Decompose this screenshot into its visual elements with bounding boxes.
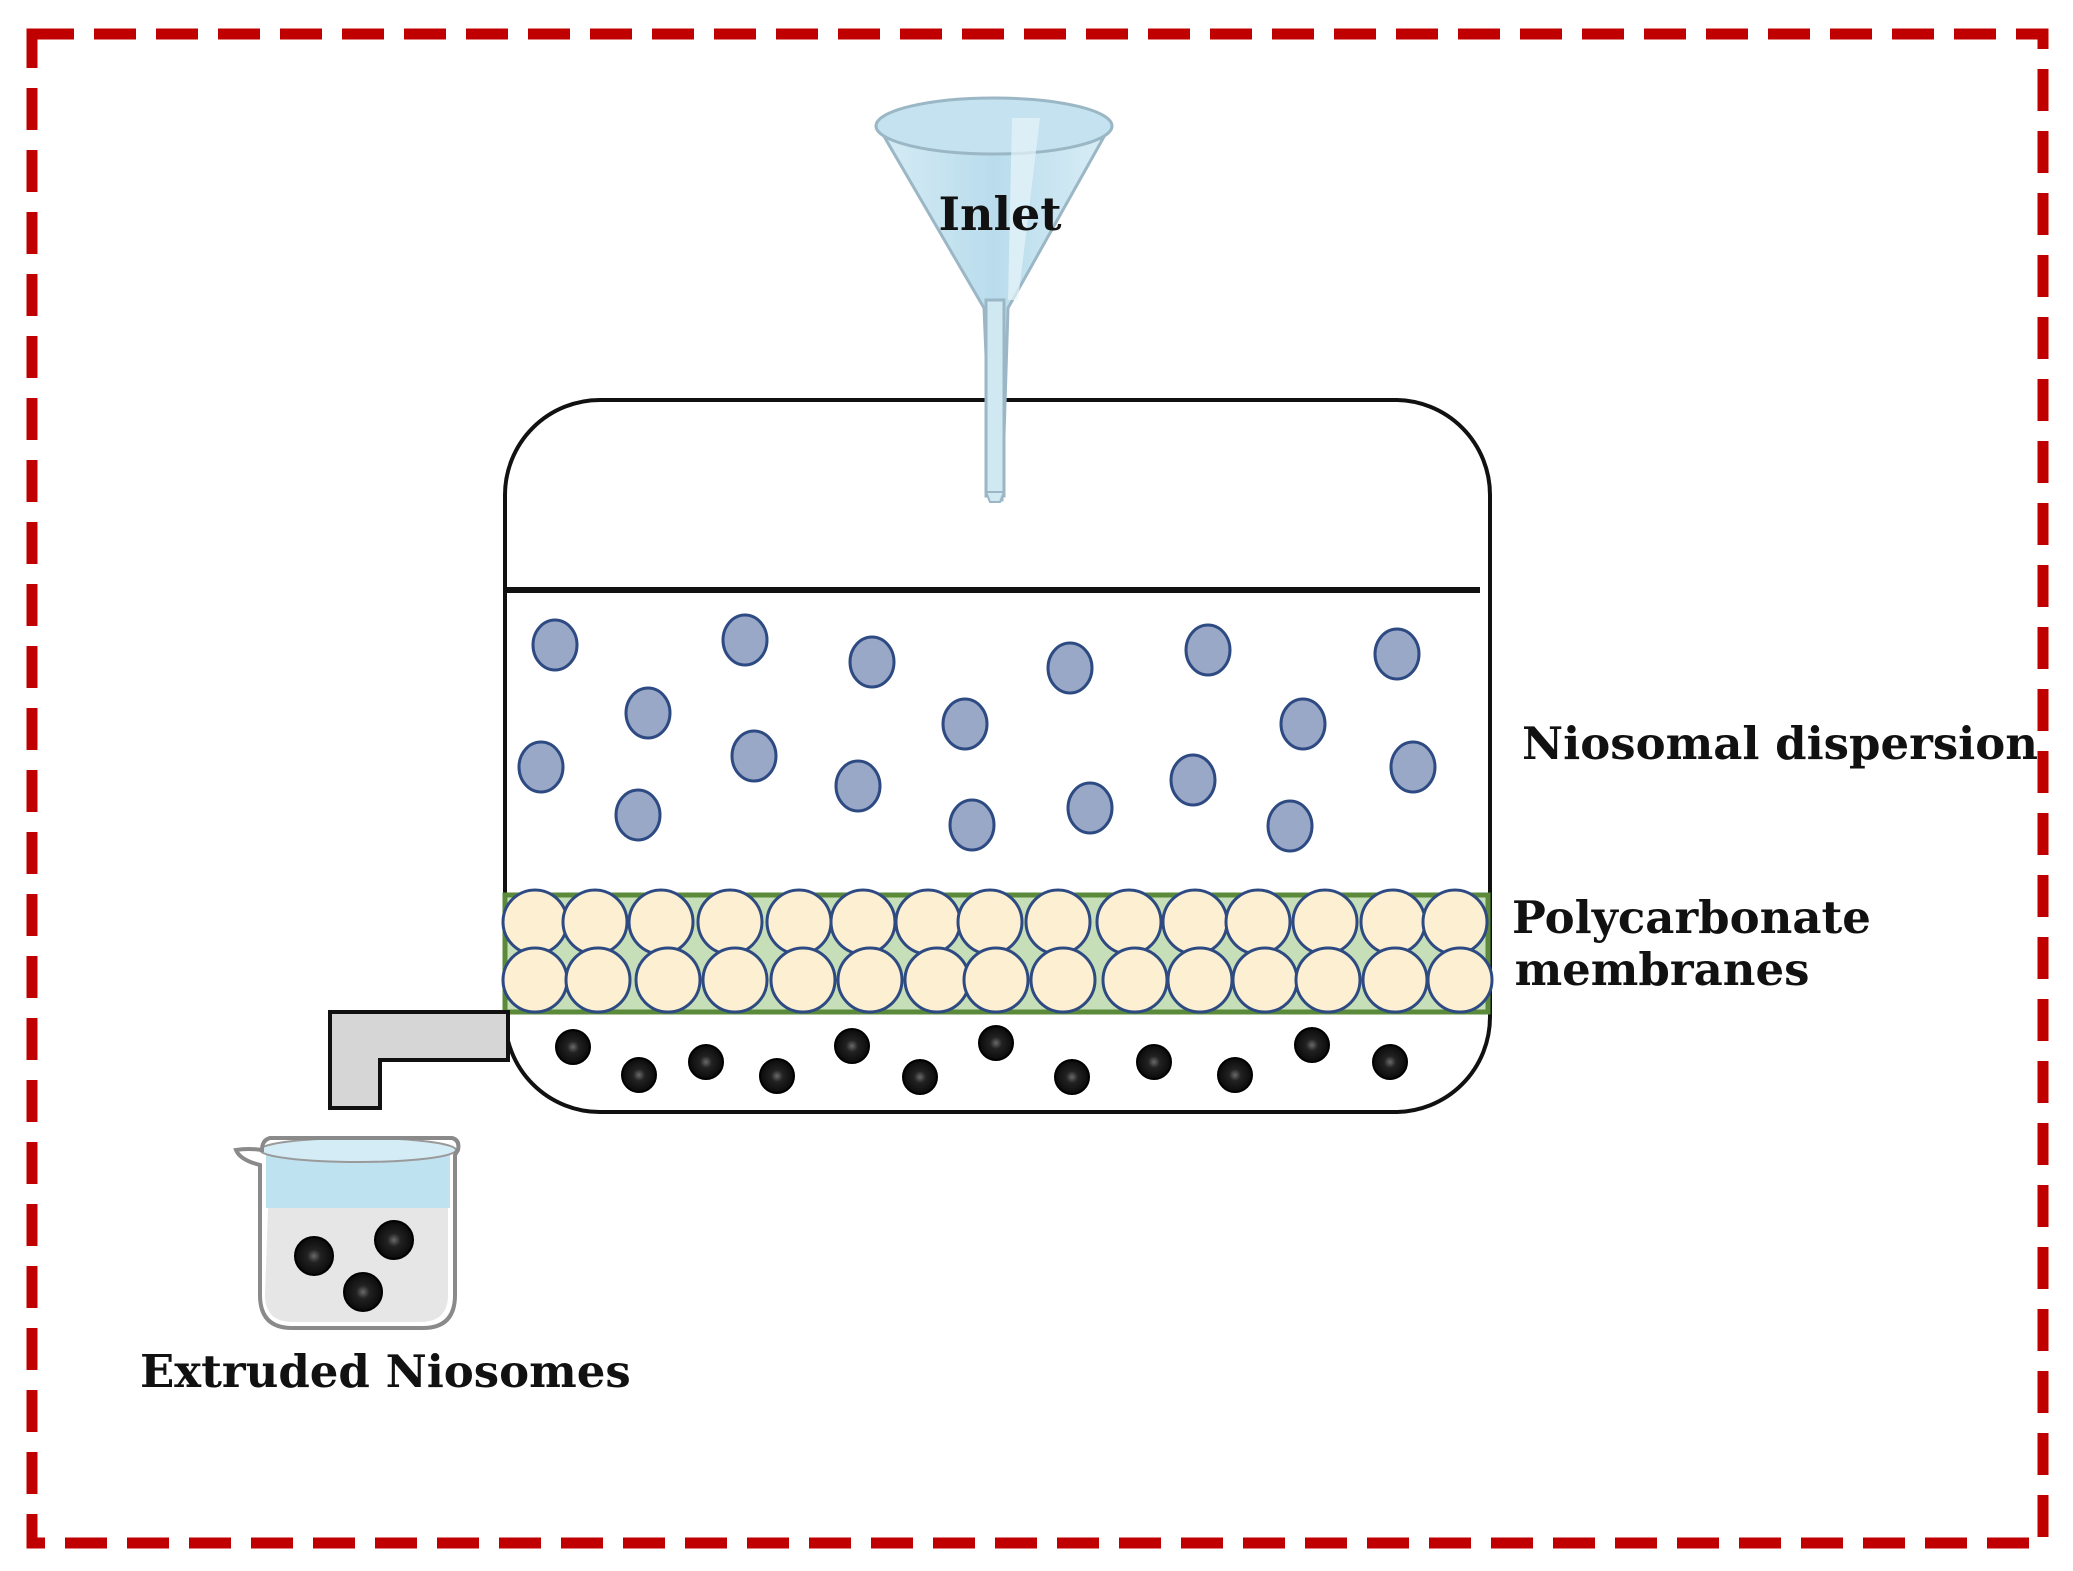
membrane-bead (903, 946, 971, 1014)
membrane-bead (1291, 888, 1359, 956)
membrane-bead (701, 946, 769, 1014)
membrane-bead (769, 946, 837, 1014)
beaker-niosome-particle (343, 1272, 383, 1312)
niosome-particle (941, 697, 989, 751)
niosome-particle (834, 759, 882, 813)
membrane-bead (564, 946, 632, 1014)
extruded-niosome-particle (1294, 1027, 1330, 1063)
niosome-particle (1373, 627, 1421, 681)
extruded-niosome-particle (1217, 1057, 1253, 1093)
niosome-particle (624, 686, 672, 740)
extruded-niosome-particle (759, 1058, 795, 1094)
membrane-bead (1426, 946, 1494, 1014)
niosome-particle (1184, 623, 1232, 677)
membrane-bead (1029, 946, 1097, 1014)
membrane-bead (836, 946, 904, 1014)
outlet-pipe-icon (328, 1010, 510, 1110)
extruded-niosome-particle (978, 1025, 1014, 1061)
niosome-particle (730, 729, 778, 783)
membrane-bead (1166, 946, 1234, 1014)
extruded-particles (555, 1025, 1408, 1095)
membrane-bead (1231, 946, 1299, 1014)
membrane-bead (1024, 888, 1092, 956)
funnel-icon (874, 96, 1114, 503)
niosomal-dispersion-label: Niosomal dispersion (1522, 717, 2038, 770)
membrane-bead (1361, 946, 1429, 1014)
beaker-niosome-particle (374, 1220, 414, 1260)
membrane-bead (1294, 946, 1362, 1014)
extruded-niosome-particle (902, 1059, 938, 1095)
niosome-particle (517, 740, 565, 794)
niosome-particle (614, 788, 662, 842)
membrane-bead (634, 946, 702, 1014)
membrane-beads (501, 888, 1494, 1014)
beaker-niosome-particle (294, 1236, 334, 1276)
extruded-niosomes-label: Extruded Niosomes (140, 1345, 631, 1398)
niosome-particle (1389, 740, 1437, 794)
membrane-bead (501, 888, 569, 956)
niosome-particle (1066, 781, 1114, 835)
membrane-bead (765, 888, 833, 956)
beaker-particles (294, 1220, 414, 1312)
extruded-niosome-particle (1372, 1044, 1408, 1080)
membrane-bead (1161, 888, 1229, 956)
extruded-niosome-particle (555, 1029, 591, 1065)
membrane-bead (696, 888, 764, 956)
niosome-particle (1279, 697, 1327, 751)
niosome-particles (517, 613, 1437, 853)
frame-border (26, 28, 2049, 1549)
polycarbonate-membranes-label: Polycarbonate membranes (1512, 891, 1871, 996)
niosome-particle (721, 613, 769, 667)
membrane-bead (1101, 946, 1169, 1014)
membrane-bead (956, 888, 1024, 956)
membrane-bead (829, 888, 897, 956)
membrane-bead (1359, 888, 1427, 956)
niosome-particle (948, 798, 996, 852)
inlet-label: Inlet (938, 187, 1062, 241)
membrane-bead (1224, 888, 1292, 956)
niosome-particle (1169, 753, 1217, 807)
membrane-bead (894, 888, 962, 956)
niosome-particle (1046, 641, 1094, 695)
membranes-label-line1: Polycarbonate (1512, 891, 1871, 944)
extruded-niosome-particle (1054, 1059, 1090, 1095)
extruded-niosome-particle (621, 1057, 657, 1093)
membrane-bead (501, 946, 569, 1014)
niosome-particle (1266, 799, 1314, 853)
extruded-niosome-particle (688, 1044, 724, 1080)
beaker-icon (233, 1136, 461, 1330)
membrane-bead (1095, 888, 1163, 956)
membrane-bead (962, 946, 1030, 1014)
membranes-label-line2: membranes (1514, 942, 1810, 996)
membrane-bead (627, 888, 695, 956)
extruded-niosome-particle (1136, 1044, 1172, 1080)
membrane-bead (1421, 888, 1489, 956)
membrane-bead (561, 888, 629, 956)
extruded-niosome-particle (834, 1028, 870, 1064)
niosome-particle (848, 635, 896, 689)
niosome-particle (531, 618, 579, 672)
